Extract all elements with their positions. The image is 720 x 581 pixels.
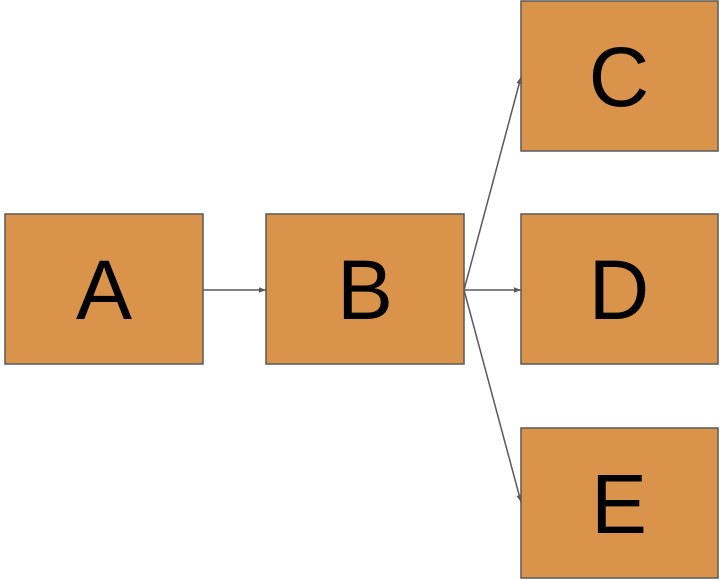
node-b-box xyxy=(265,213,465,365)
edges xyxy=(203,76,522,503)
node-e-box xyxy=(520,427,719,579)
node-c-box xyxy=(520,0,719,152)
node-a: A xyxy=(4,213,204,365)
node-c-label: C xyxy=(589,30,650,124)
node-b: B xyxy=(265,213,465,365)
edge-b-to-e xyxy=(463,289,522,503)
node-d-box xyxy=(520,213,719,365)
node-d: D xyxy=(520,213,719,365)
node-a-box xyxy=(4,213,204,365)
node-b-label: B xyxy=(337,243,393,337)
node-d-label: D xyxy=(589,243,650,337)
node-a-label: A xyxy=(76,243,132,337)
node-e-label: E xyxy=(591,457,647,551)
edge-b-to-c xyxy=(463,76,522,291)
node-e: E xyxy=(520,427,719,579)
node-c: C xyxy=(520,0,719,152)
